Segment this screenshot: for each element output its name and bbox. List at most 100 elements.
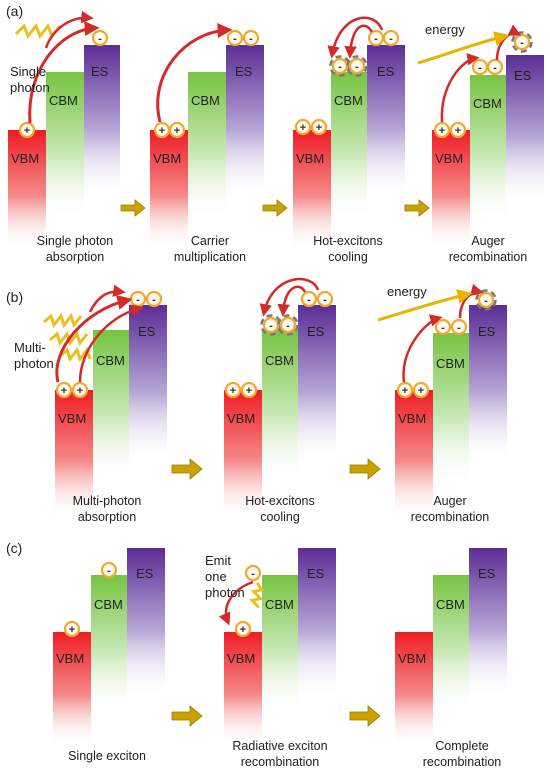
c1-es-label: ES (136, 566, 154, 581)
electron-sign: - (323, 294, 327, 306)
step-arrow-icon (349, 458, 381, 480)
a-caption-2-line2: multiplication (174, 250, 246, 264)
a2-bands: VBM CBM ES (150, 45, 264, 250)
hole-icon (234, 620, 252, 638)
electron-sign: - (233, 33, 237, 45)
electron-sign: - (478, 62, 482, 74)
b3-es-band (469, 305, 507, 465)
curved-arrow-icon (344, 24, 374, 59)
hole-sign: + (402, 385, 408, 397)
electron-icon (477, 291, 495, 309)
b-caption-3-line1: Auger (433, 494, 466, 508)
c-emit-label-3: photon (205, 585, 245, 600)
electron-icon (316, 290, 334, 308)
curved-arrow-icon (55, 295, 133, 383)
hole-sign: + (455, 125, 461, 137)
step-arrow-icon (120, 199, 146, 217)
b2-es-band (298, 305, 336, 465)
b-photon-label-1: Multi- (14, 340, 46, 355)
c3-es-label: ES (478, 566, 496, 581)
electron-icon (348, 57, 366, 75)
b-caption-3-line2: recombination (411, 510, 490, 524)
b2-vbm-label: VBM (227, 411, 255, 426)
electron-icon (262, 316, 280, 334)
b-photon-label-2: photon (14, 356, 54, 371)
electron-sign: - (249, 33, 253, 45)
b1-vbm-band (55, 390, 93, 520)
b3-cbm-band (433, 333, 469, 488)
hole-icon (224, 381, 242, 399)
electron-sign: - (441, 322, 445, 334)
b1-es-label: ES (138, 324, 156, 339)
a-caption-3-line1: Hot-excitons (313, 234, 382, 248)
c1-vbm-band (53, 632, 91, 747)
curved-arrow-icon (44, 10, 94, 49)
hole-icon (310, 118, 328, 136)
a-caption-1-line1: Single photon (37, 234, 114, 248)
electron-sign: - (152, 294, 156, 306)
hole-icon (71, 381, 89, 399)
photon-squiggle-icon (43, 312, 83, 329)
hole-icon (396, 381, 414, 399)
b-caption-2-line1: Hot-excitons (245, 494, 314, 508)
hot-electron-icon (511, 31, 533, 53)
a4-bands: VBM CBM ES (432, 55, 544, 250)
electron-sign: - (389, 33, 393, 45)
c1-bands: VBM CBM ES (53, 548, 165, 747)
b2-bands: VBM CBM ES (224, 305, 336, 520)
c-emit-label-2: one (205, 569, 227, 584)
energy-arrow-icon (417, 31, 510, 65)
hole-icon (449, 121, 467, 139)
hot-electron-icon (346, 55, 368, 77)
hole-icon (433, 121, 451, 139)
a2-vbm-label: VBM (153, 151, 181, 166)
b-caption-1-line2: absorption (78, 510, 136, 524)
curved-arrow-icon (28, 21, 100, 124)
b1-bands: VBM CBM ES (55, 305, 167, 520)
hole-sign: + (316, 122, 322, 134)
a3-vbm-label: VBM (296, 151, 324, 166)
curved-arrow-icon (327, 16, 384, 59)
c1-vbm-label: VBM (56, 651, 84, 666)
b3-cbm-label: CBM (436, 356, 465, 371)
a2-es-band (226, 45, 264, 200)
electron-sign: - (484, 295, 488, 307)
hole-icon (412, 381, 430, 399)
b2-vbm-band (224, 390, 262, 520)
b3-vbm-label: VBM (398, 411, 426, 426)
hole-sign: + (174, 125, 180, 137)
a1-vbm-label: VBM (11, 151, 39, 166)
electron-sign: - (269, 320, 273, 332)
c-emit-label-1: Emit (205, 553, 231, 568)
a3-es-label: ES (377, 64, 395, 79)
a3-cbm-band (331, 72, 367, 222)
a4-vbm-label: VBM (435, 151, 463, 166)
c2-carriers: + - (234, 564, 262, 638)
b2-es-label: ES (307, 324, 325, 339)
hole-sign: + (77, 385, 83, 397)
electron-icon (244, 564, 262, 582)
a-photon-label-2: photon (10, 80, 50, 95)
curved-arrow-icon (218, 580, 254, 626)
a4-cbm-band (470, 75, 506, 225)
b2-cbm-label: CBM (265, 353, 294, 368)
a3-bands: VBM CBM ES (293, 45, 405, 250)
a4-cbm-label: CBM (473, 96, 502, 111)
a1-es-band (84, 45, 120, 200)
hole-icon (18, 121, 36, 139)
b1-carriers: + + - - (55, 290, 163, 399)
electron-icon (513, 33, 531, 51)
hole-sign: + (240, 624, 246, 636)
a3-vbm-band (293, 130, 331, 250)
electron-sign: - (286, 320, 290, 332)
hole-icon (168, 121, 186, 139)
electron-icon (486, 58, 504, 76)
c3-bands: VBM CBM ES (395, 548, 507, 747)
hole-sign: + (300, 122, 306, 134)
electron-sign: - (98, 33, 102, 45)
hot-electron-icon (475, 289, 497, 311)
energy-arrow-icon (377, 289, 473, 322)
a4-es-label: ES (514, 68, 532, 83)
b2-cbm-band (262, 330, 298, 485)
